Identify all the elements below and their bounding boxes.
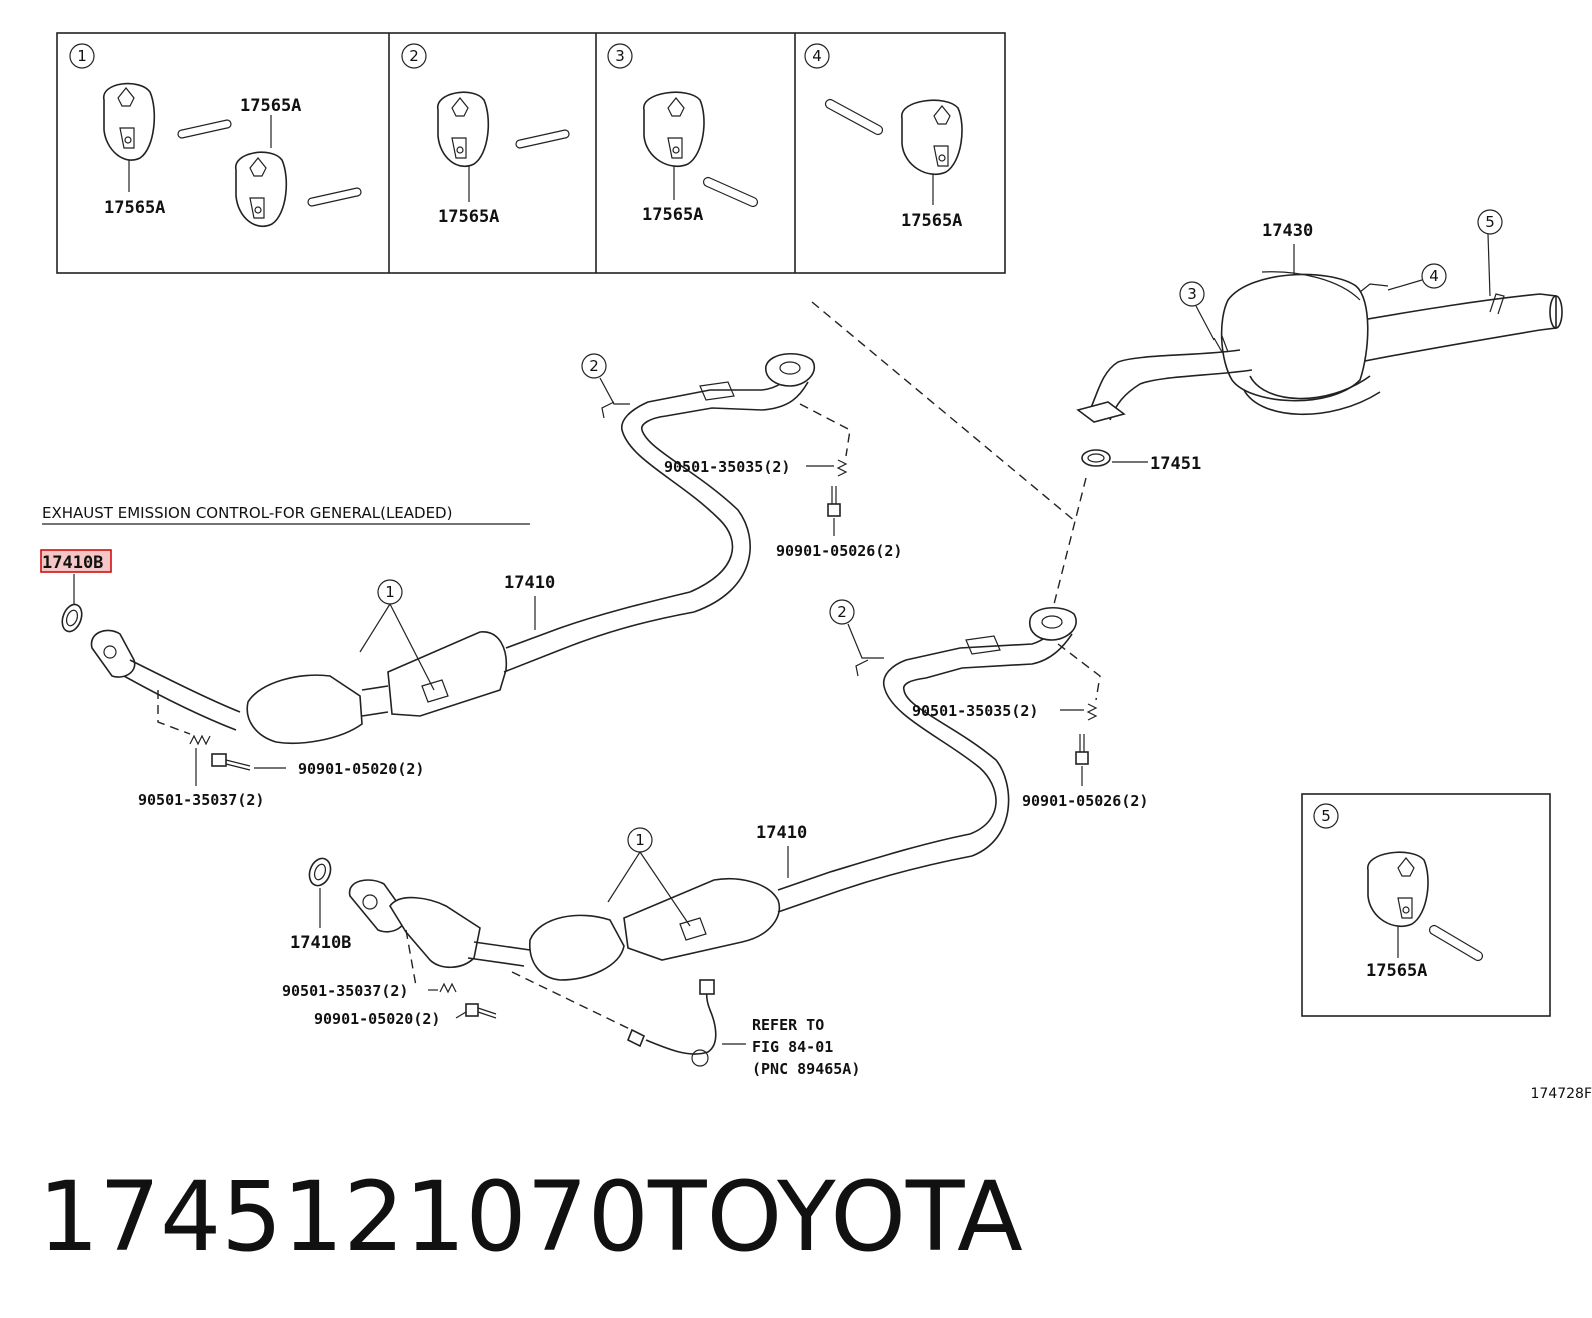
inset-panel-3: 3 17565A [607,43,759,225]
part-label: 17410 [756,823,807,843]
inset-panel-5: 5 17565A [1301,793,1551,1017]
reference-note-line: (PNC 89465A) [752,1060,860,1078]
connection-leader [811,301,1087,613]
highlighted-part-label: 17410B [42,553,103,573]
footer-brand: TOYOTA [647,1161,1023,1273]
part-label: 17451 [1150,454,1201,474]
upper-right-fasteners: 90501-35035(2) 90901-05026(2) [664,403,902,560]
callout-number: 5 [1485,213,1495,231]
bolt-icon [1075,734,1089,765]
footer-part-number: 1745121070 [38,1161,649,1273]
lower-left-fasteners: 90501-35037(2) 90901-05020(2) [282,929,497,1028]
oxygen-sensor: REFER TO FIG 84-01 (PNC 89465A) [511,971,860,1078]
highlight-box [40,549,112,573]
part-label: 17565A [901,211,962,231]
spring-icon [836,459,848,477]
part-label: 17565A [1366,961,1427,981]
hanger-icon [437,91,490,167]
callout-number: 4 [812,47,822,65]
fastener-label: 90901-05026(2) [1022,792,1148,810]
part-label: 17565A [438,207,499,227]
hanger-icon [103,82,156,161]
fastener-label: 90901-05020(2) [314,1010,440,1028]
bolt-icon [211,753,251,771]
front-pipe-lower [348,607,1077,981]
callout-number: 2 [409,47,419,65]
part-label: 17410 [504,573,555,593]
part-label: 17565A [104,198,165,218]
callout-number: 4 [1429,267,1439,285]
upper-left-fasteners: 90901-05020(2) 90501-35037(2) [138,690,424,809]
spring-icon [439,982,457,994]
inset-panel-4: 4 17565A [804,43,963,231]
fastener-label: 90501-35035(2) [664,458,790,476]
reference-note-line: FIG 84-01 [752,1038,833,1056]
callout-circle [69,43,95,69]
fastener-label: 90501-35037(2) [282,982,408,1000]
gasket-icon [61,603,83,633]
inset-panel-2: 2 17565A [401,43,570,227]
callout-number: 1 [77,47,87,65]
fastener-label: 90501-35037(2) [138,791,264,809]
spring-icon [1086,703,1098,721]
gasket-icon [308,857,332,887]
bolt-icon [827,486,841,517]
muffler-assembly [1076,271,1563,423]
part-label: 17430 [1262,221,1313,241]
figure-code: 174728F [1531,1086,1592,1102]
hanger-icon [1367,851,1429,928]
spring-icon [189,734,211,746]
callout-number: 1 [385,583,395,601]
part-label: 17565A [642,205,703,225]
fastener-label: 90901-05020(2) [298,760,424,778]
bolt-icon [465,1003,497,1019]
fastener-label: 90901-05026(2) [776,542,902,560]
callout-number: 2 [837,603,847,621]
part-label: 17565A [240,96,301,116]
part-label: 17410B [290,933,351,953]
lower-labels: 17410B 17410 1 2 [290,599,884,953]
inset-panel-1: 1 17565A 17565A [69,43,362,227]
upper-left-labels: EXHAUST EMISSION CONTROL-FOR GENERAL(LEA… [40,353,630,691]
callout-number: 3 [1187,285,1197,303]
section-title: EXHAUST EMISSION CONTROL-FOR GENERAL(LEA… [42,504,452,522]
lower-right-fasteners: 90501-35035(2) 90901-05026(2) [912,643,1148,810]
callout-number: 1 [635,831,645,849]
gasket-17451: 17451 [1081,449,1201,474]
callout-number: 3 [615,47,625,65]
muffler-labels: 17430 3 4 5 [1179,209,1503,341]
fastener-label: 90501-35035(2) [912,702,1038,720]
hanger-icon [235,151,288,227]
callout-number: 2 [589,357,599,375]
hanger-icon [643,91,705,168]
top-inset-panels [56,32,1006,274]
hanger-icon [901,99,963,176]
callout-number: 5 [1321,807,1331,825]
reference-note-line: REFER TO [752,1016,824,1034]
front-pipe-upper [90,353,815,744]
